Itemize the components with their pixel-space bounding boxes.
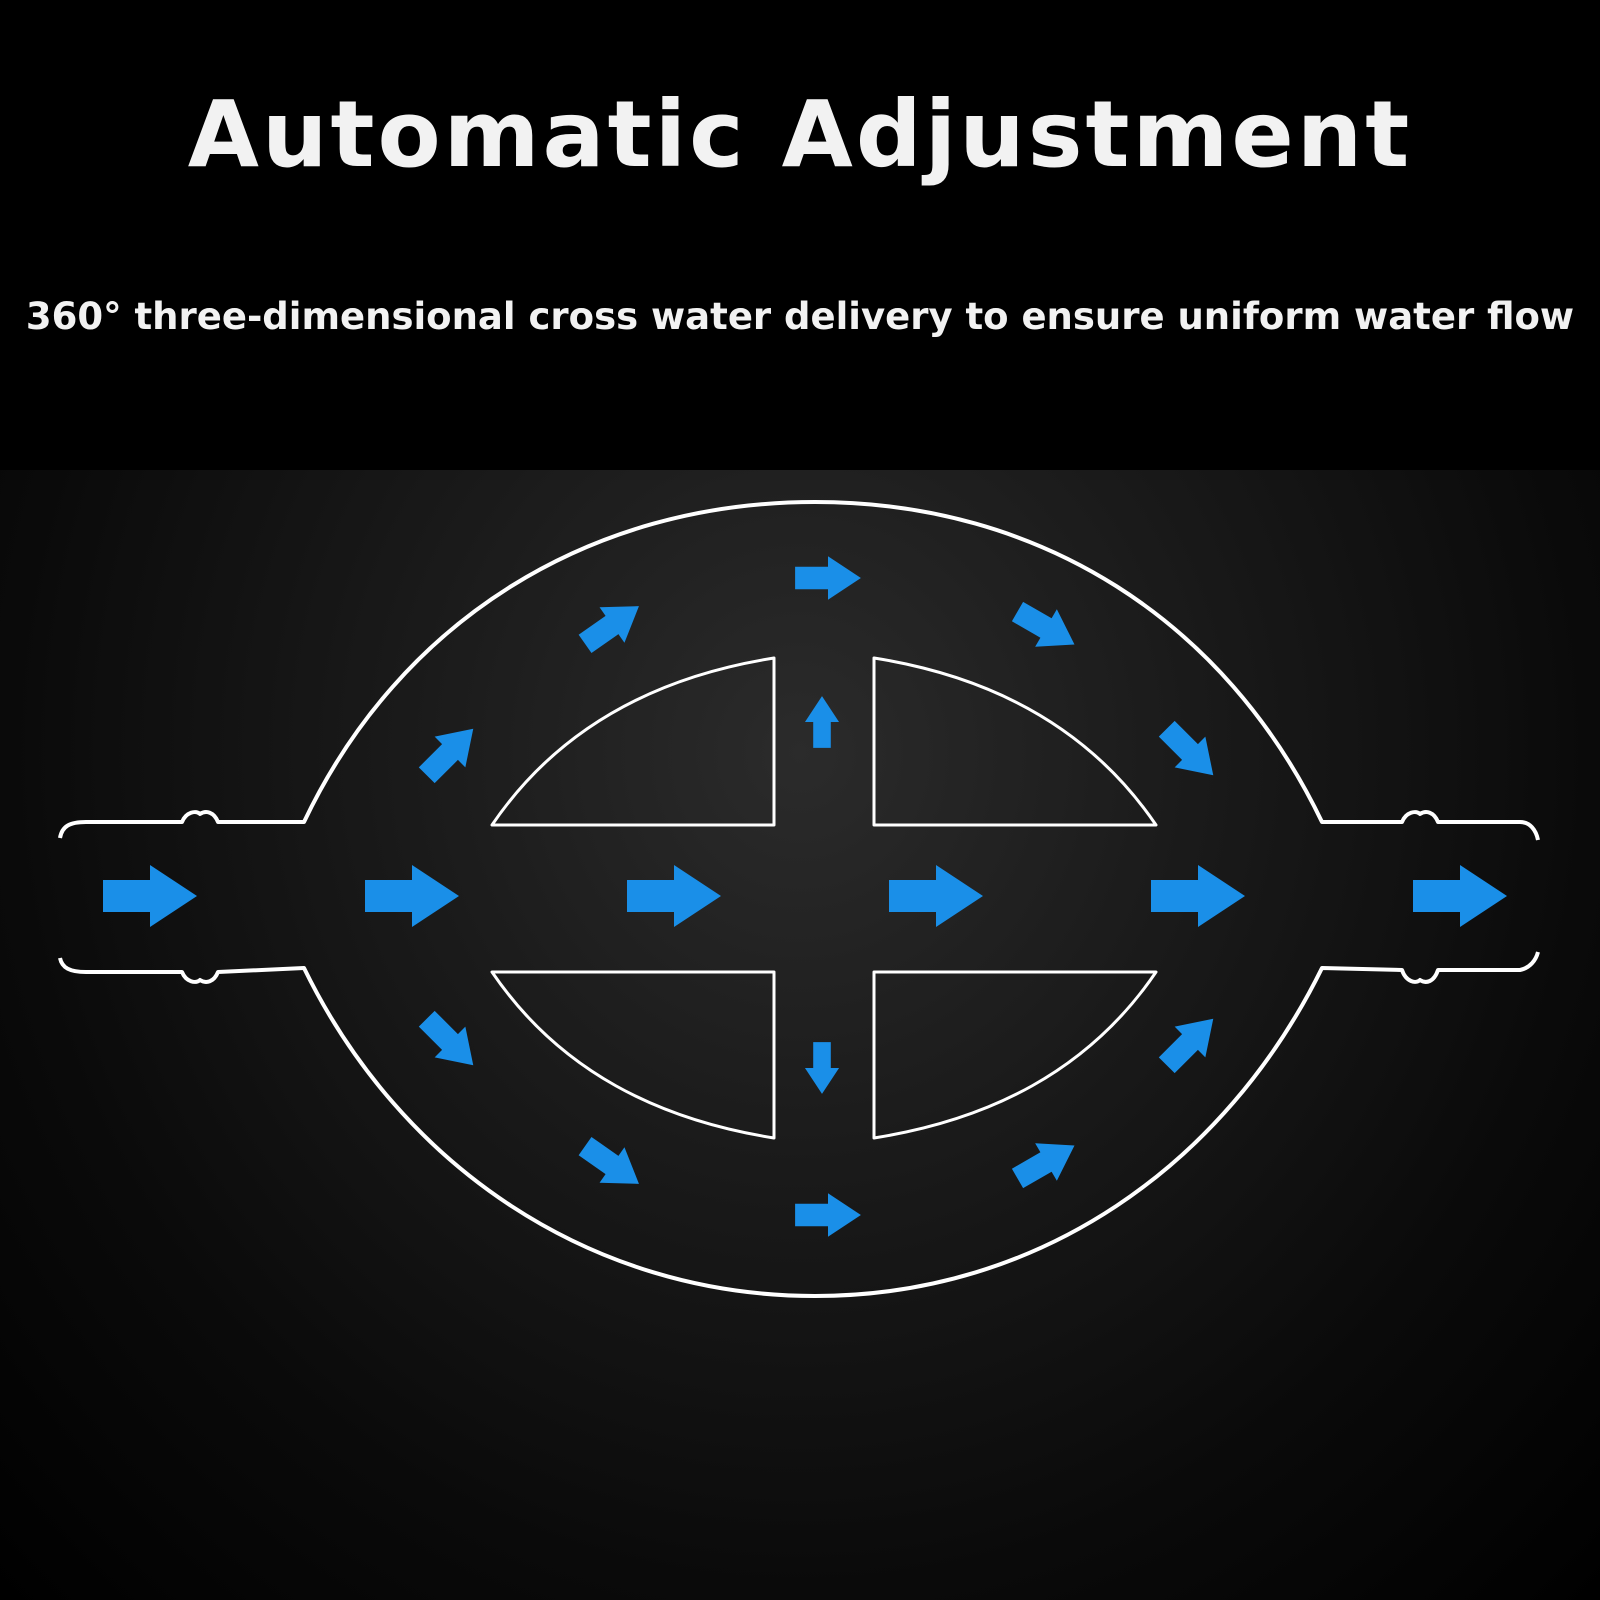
chamber-top-left bbox=[490, 656, 776, 827]
arrow-right-icon bbox=[103, 865, 197, 927]
arrow-right-icon bbox=[572, 588, 652, 662]
arrow-right-icon bbox=[411, 713, 489, 791]
arrow-right-icon bbox=[365, 865, 459, 927]
arrow-right-icon bbox=[1006, 592, 1086, 664]
diagram-background bbox=[0, 470, 1600, 1600]
pipe-outline bbox=[58, 500, 1540, 1298]
arrow-right-icon bbox=[804, 1042, 840, 1094]
arrow-right-icon bbox=[572, 1128, 652, 1202]
outer-body-bottom bbox=[58, 951, 1540, 1298]
arrow-right-icon bbox=[889, 865, 983, 927]
chamber-top-right bbox=[872, 656, 1158, 827]
arrow-right-icon bbox=[795, 1193, 861, 1237]
arrow-right-icon bbox=[627, 865, 721, 927]
arrow-right-icon bbox=[1151, 1003, 1229, 1081]
arrow-right-icon bbox=[411, 1003, 489, 1081]
arrow-right-icon bbox=[795, 556, 861, 600]
chamber-bottom-right bbox=[872, 970, 1158, 1140]
chamber-bottom-left bbox=[490, 970, 776, 1140]
page-title: Automatic Adjustment bbox=[187, 81, 1413, 188]
arrow-right-icon bbox=[1006, 1126, 1086, 1198]
page-subtitle: 360° three-dimensional cross water deliv… bbox=[25, 295, 1575, 338]
arrow-right-icon bbox=[1151, 713, 1229, 791]
arrow-right-icon bbox=[804, 696, 840, 748]
outer-body-top bbox=[58, 500, 1540, 841]
arrow-right-icon bbox=[1151, 865, 1245, 927]
arrow-right-icon bbox=[1413, 865, 1507, 927]
